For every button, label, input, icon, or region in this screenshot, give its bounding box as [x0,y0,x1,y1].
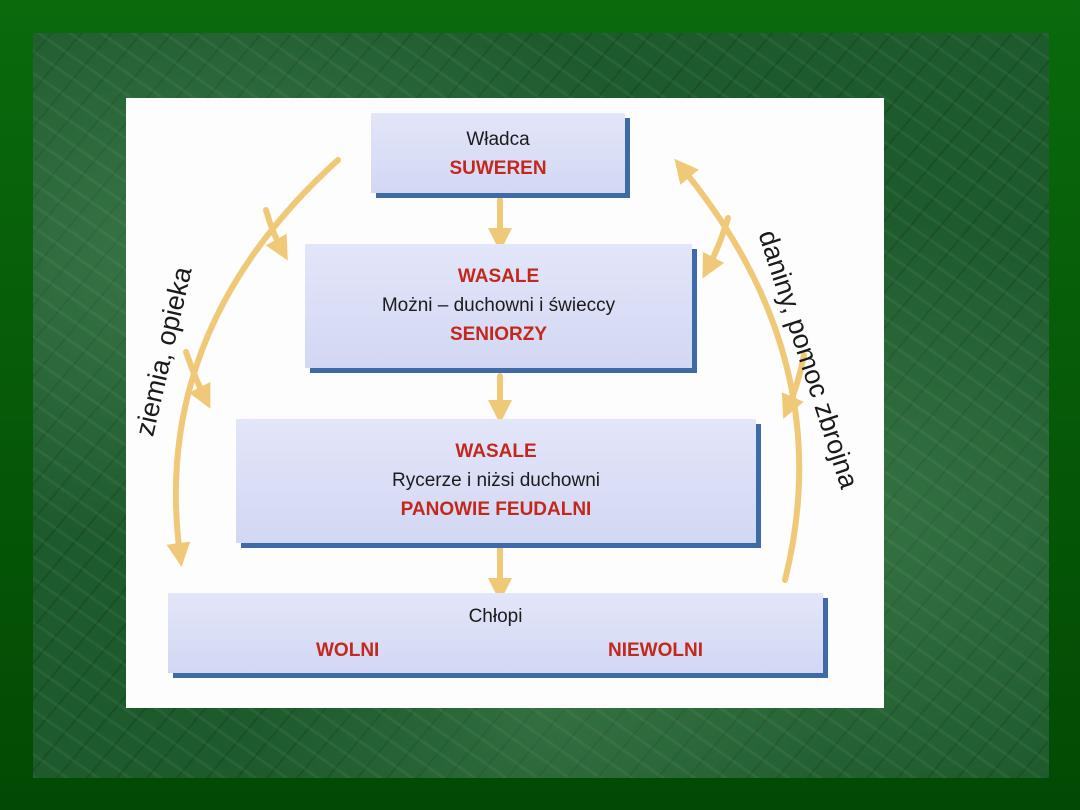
peasants-free: WOLNI [316,640,380,661]
lords-box: WASALE Możni – duchowni i świeccy SENIOR… [305,244,692,368]
ruler-label: Władca [466,129,530,150]
lords-desc: Możni – duchowni i świeccy [381,295,616,316]
peasants-serfs: NIEWOLNI [608,640,703,661]
lords-title: SENIORZY [449,324,548,345]
left-branch-arrow-2 [183,349,211,409]
knights-box: WASALE Rycerze i niżsi duchowni PANOWIE … [236,419,756,543]
right-branch-arrow-1 [702,215,731,279]
peasants-box: Chłopi WOLNI NIEWOLNI [168,593,823,673]
ruler-title: SUWEREN [449,158,547,179]
lords-vassals: WASALE [457,266,540,287]
right-branch-arrow-2 [781,352,807,420]
knights-title: PANOWIE FEUDALNI [400,499,592,520]
left-arc-arrow [166,157,341,567]
knights-vassals: WASALE [455,441,537,462]
ruler-box: Władca SUWEREN [371,113,625,193]
right-arc-arrow [674,158,803,583]
left-branch-arrow-1 [263,207,288,261]
peasants-title: Chłopi [468,606,523,627]
knights-desc: Rycerze i niżsi duchowni [391,470,601,491]
